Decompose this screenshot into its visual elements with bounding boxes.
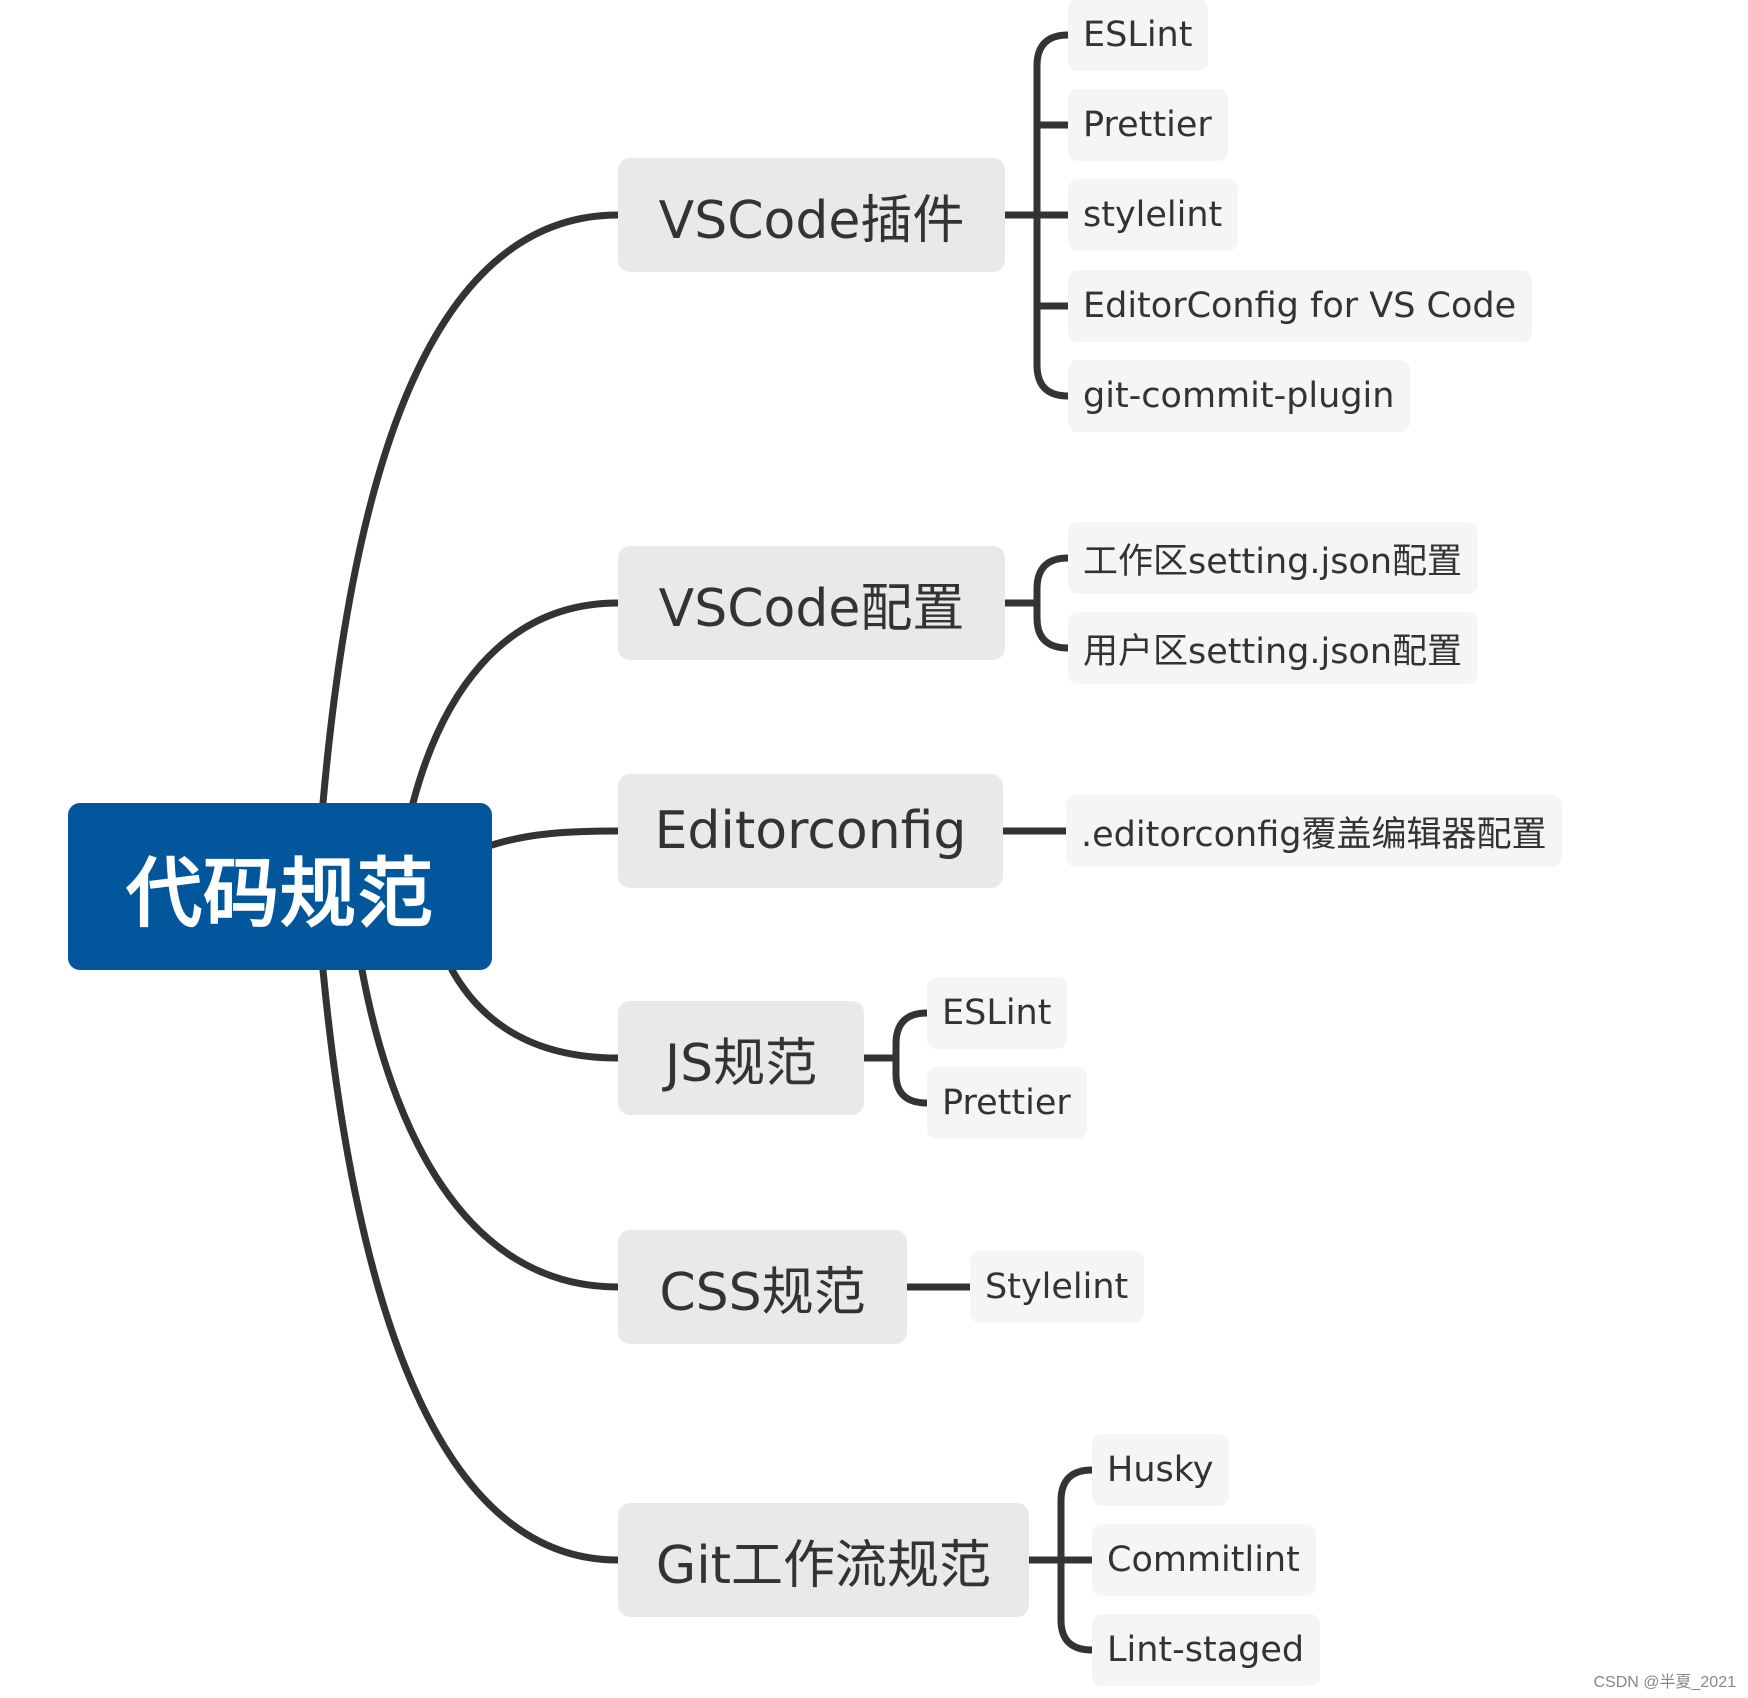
leaf-lint-staged[interactable]: Lint-staged xyxy=(1092,1614,1321,1686)
branch-git-workflow[interactable]: Git工作流规范 xyxy=(618,1503,1029,1617)
leaf-label: Commitlint xyxy=(1107,1540,1300,1580)
watermark: CSDN @半夏_2021 xyxy=(1593,1674,1736,1691)
leaf-label: ESLint xyxy=(1083,15,1193,55)
root-label: 代码规范 xyxy=(126,848,434,938)
leaf-label: Stylelint xyxy=(985,1267,1129,1307)
leaf-workspace-settings[interactable]: 工作区setting.json配置 xyxy=(1068,522,1479,594)
connector-root-branch-1 xyxy=(319,211,622,807)
leaf-user-settings[interactable]: 用户区setting.json配置 xyxy=(1068,612,1479,684)
branch-label: Editorconfig xyxy=(654,801,967,861)
branch-js-standard[interactable]: JS规范 xyxy=(618,1001,864,1115)
leaf-label: ESLint xyxy=(942,993,1052,1033)
leaf-prettier[interactable]: Prettier xyxy=(1068,89,1228,161)
leaf-js-prettier[interactable]: Prettier xyxy=(927,1067,1087,1139)
branch-vscode-plugins[interactable]: VSCode插件 xyxy=(618,158,1005,272)
leaf-js-eslint[interactable]: ESLint xyxy=(927,977,1068,1049)
leaf-label: 工作区setting.json配置 xyxy=(1083,541,1463,582)
leaf-label: Prettier xyxy=(942,1083,1071,1123)
branch-label: Git工作流规范 xyxy=(655,1535,992,1596)
leaf-label: Husky xyxy=(1107,1450,1214,1490)
leaf-commitlint[interactable]: Commitlint xyxy=(1092,1524,1316,1596)
leaf-label: git-commit-plugin xyxy=(1083,376,1395,416)
branch-label: CSS规范 xyxy=(659,1262,866,1323)
leaf-editorconfig-vscode[interactable]: EditorConfig for VS Code xyxy=(1068,270,1533,342)
connector-root-branch-5 xyxy=(358,966,622,1291)
leaf-label: Prettier xyxy=(1083,105,1212,145)
branch-label: VSCode插件 xyxy=(658,190,965,251)
branch-css-standard[interactable]: CSS规范 xyxy=(618,1230,907,1344)
leaf-editorconfig-override[interactable]: .editorconfig覆盖编辑器配置 xyxy=(1066,795,1563,867)
branch-label: VSCode配置 xyxy=(658,578,965,639)
leaf-label: 用户区setting.json配置 xyxy=(1083,631,1463,672)
leaf-stylelint[interactable]: stylelint xyxy=(1068,179,1239,251)
connector-root-branch-3 xyxy=(488,827,622,849)
leaf-husky[interactable]: Husky xyxy=(1092,1434,1230,1506)
connector-root-branch-2 xyxy=(409,599,622,807)
branch-vscode-config[interactable]: VSCode配置 xyxy=(618,546,1005,660)
branch-label: JS规范 xyxy=(664,1033,818,1094)
leaf-eslint[interactable]: ESLint xyxy=(1068,0,1209,71)
bracket-branch-2-spine xyxy=(1033,554,1072,652)
connector-root-branch-6 xyxy=(319,966,622,1564)
bracket-branch-4-spine xyxy=(892,1009,931,1107)
branch-editorconfig[interactable]: Editorconfig xyxy=(618,774,1003,888)
leaf-git-commit-plugin[interactable]: git-commit-plugin xyxy=(1068,360,1411,432)
leaf-label: EditorConfig for VS Code xyxy=(1083,286,1517,326)
connector-root-branch-4 xyxy=(448,966,622,1062)
leaf-label: stylelint xyxy=(1083,195,1223,235)
root-node[interactable]: 代码规范 xyxy=(68,803,492,970)
leaf-label: Lint-staged xyxy=(1107,1630,1305,1670)
leaf-label: .editorconfig覆盖编辑器配置 xyxy=(1081,814,1547,855)
leaf-css-stylelint[interactable]: Stylelint xyxy=(970,1251,1145,1323)
